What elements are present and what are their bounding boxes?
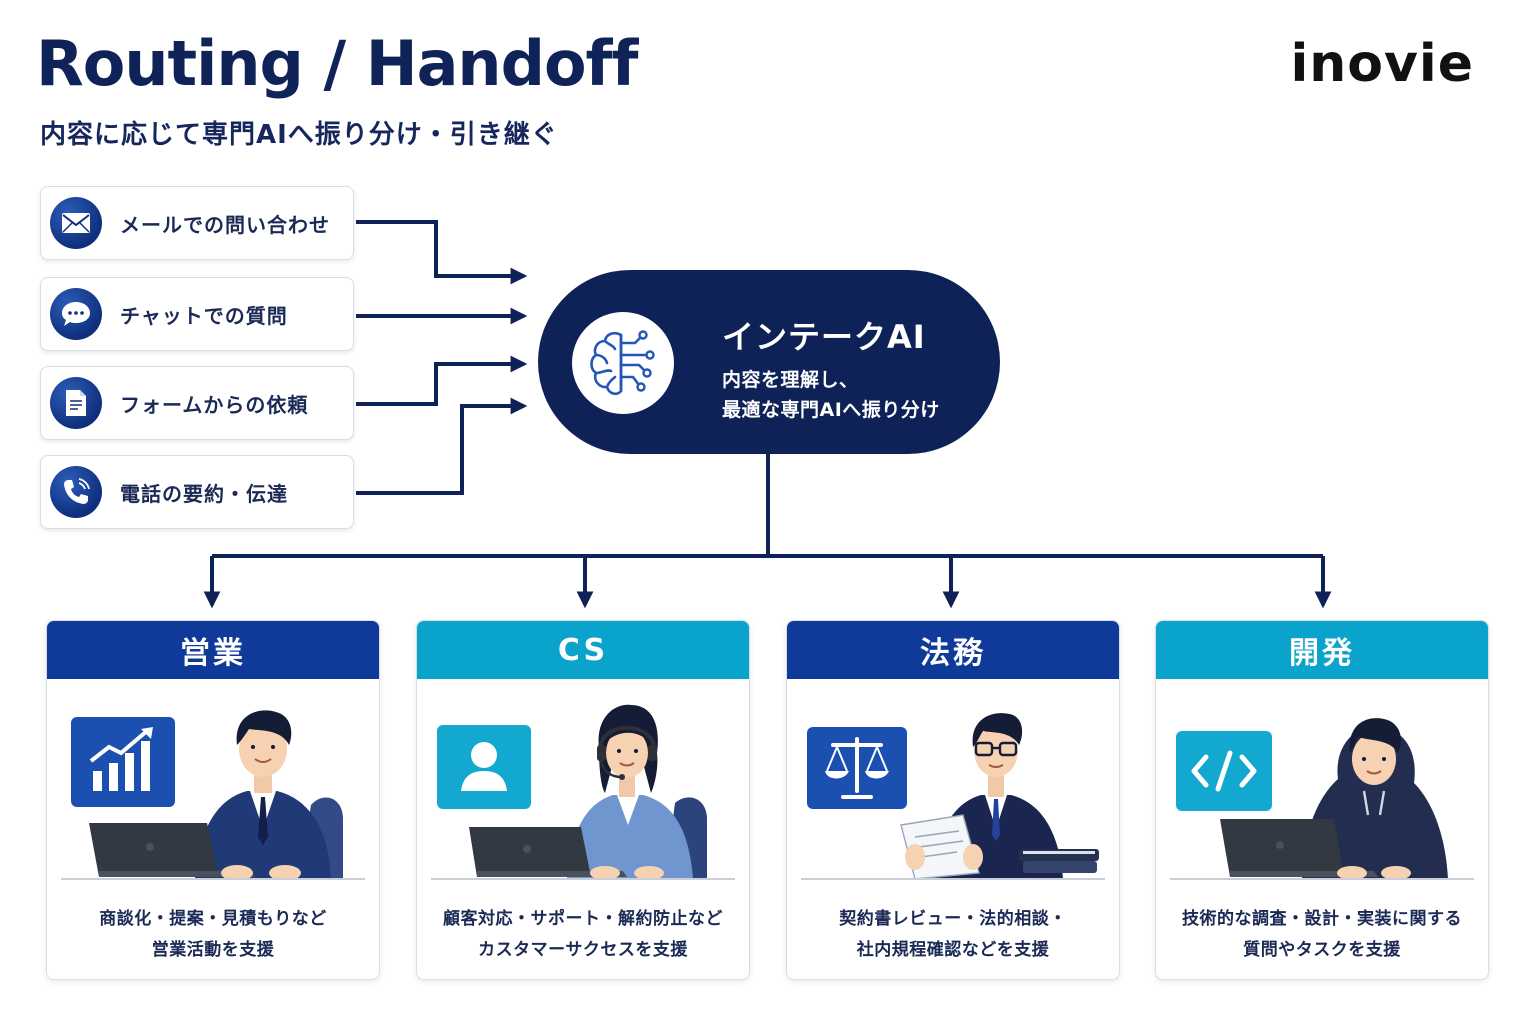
hub-title: インテークAI (722, 318, 926, 356)
department-card-cs: CS 顧客対応・サポート・解約防止など カスタマーサクセスを支援 (416, 620, 750, 980)
department-description-line1: 商談化・提案・見積もりなど (99, 909, 327, 929)
code-icon (1176, 731, 1272, 811)
brain-circuit-icon (572, 312, 674, 414)
arrow-mail-to-hub (356, 220, 528, 285)
department-description-line1: 顧客対応・サポート・解約防止など (443, 909, 723, 929)
card-divider (431, 878, 735, 880)
source-card-mail: メールでの問い合わせ (40, 186, 354, 260)
department-description-line2: カスタマーサクセスを支援 (478, 940, 688, 960)
arrow-form-to-hub (356, 355, 528, 406)
department-description-line1: 契約書レビュー・法的相談・ (839, 909, 1067, 929)
user-icon (437, 725, 531, 809)
department-title: CS (417, 621, 749, 679)
page-subtitle: 内容に応じて専門AIへ振り分け・引き継ぐ (40, 120, 558, 150)
page-title: Routing / Handoff (36, 27, 638, 100)
source-label: チャットでの質問 (120, 303, 288, 328)
card-divider (1170, 878, 1474, 880)
department-description-line1: 技術的な調査・設計・実装に関する (1182, 909, 1462, 929)
intake-ai-hub: インテークAI 内容を理解し、 最適な専門AIへ振り分け (538, 270, 1000, 454)
hub-description-line1: 内容を理解し、 (722, 369, 859, 391)
growth-chart-icon (71, 717, 175, 807)
department-title: 開発 (1156, 621, 1488, 679)
legal-illustration (807, 713, 1099, 879)
hub-description-line2: 最適な専門AIへ振り分け (722, 399, 940, 421)
card-divider (801, 878, 1105, 880)
source-card-form: フォームからの依頼 (40, 366, 354, 440)
department-title: 法務 (787, 621, 1119, 679)
scales-icon (807, 727, 907, 809)
arrow-phone-to-hub (356, 397, 528, 495)
source-card-chat: チャットでの質問 (40, 277, 354, 351)
department-description-line2: 質問やタスクを支援 (1243, 940, 1401, 960)
source-label: フォームからの依頼 (120, 392, 309, 417)
department-description-line2: 社内規程確認などを支援 (856, 940, 1050, 960)
department-card-dev: 開発 技術的な調査・設計・実装に関する 質問やタスクを支援 (1155, 620, 1489, 980)
source-label: メールでの問い合わせ (120, 212, 330, 237)
mail-icon (50, 197, 102, 249)
source-card-phone: 電話の要約・伝達 (40, 455, 354, 529)
cs-illustration (437, 704, 707, 879)
phone-icon (50, 466, 102, 518)
card-divider (61, 878, 365, 880)
document-icon (50, 377, 102, 429)
department-title: 営業 (47, 621, 379, 679)
dev-illustration (1176, 718, 1448, 879)
source-label: 電話の要約・伝達 (120, 481, 288, 506)
department-card-sales: 営業 商談化・提案・見積もりなど 営業活動を支援 (46, 620, 380, 980)
brand-logo: inovie (1290, 34, 1474, 94)
sales-illustration (71, 710, 343, 879)
department-card-legal: 法務 契約書レビュー・法的相談・ 社内規程確認などを支援 (786, 620, 1120, 980)
department-description-line2: 営業活動を支援 (151, 940, 275, 960)
chat-bubble-icon (50, 288, 102, 340)
